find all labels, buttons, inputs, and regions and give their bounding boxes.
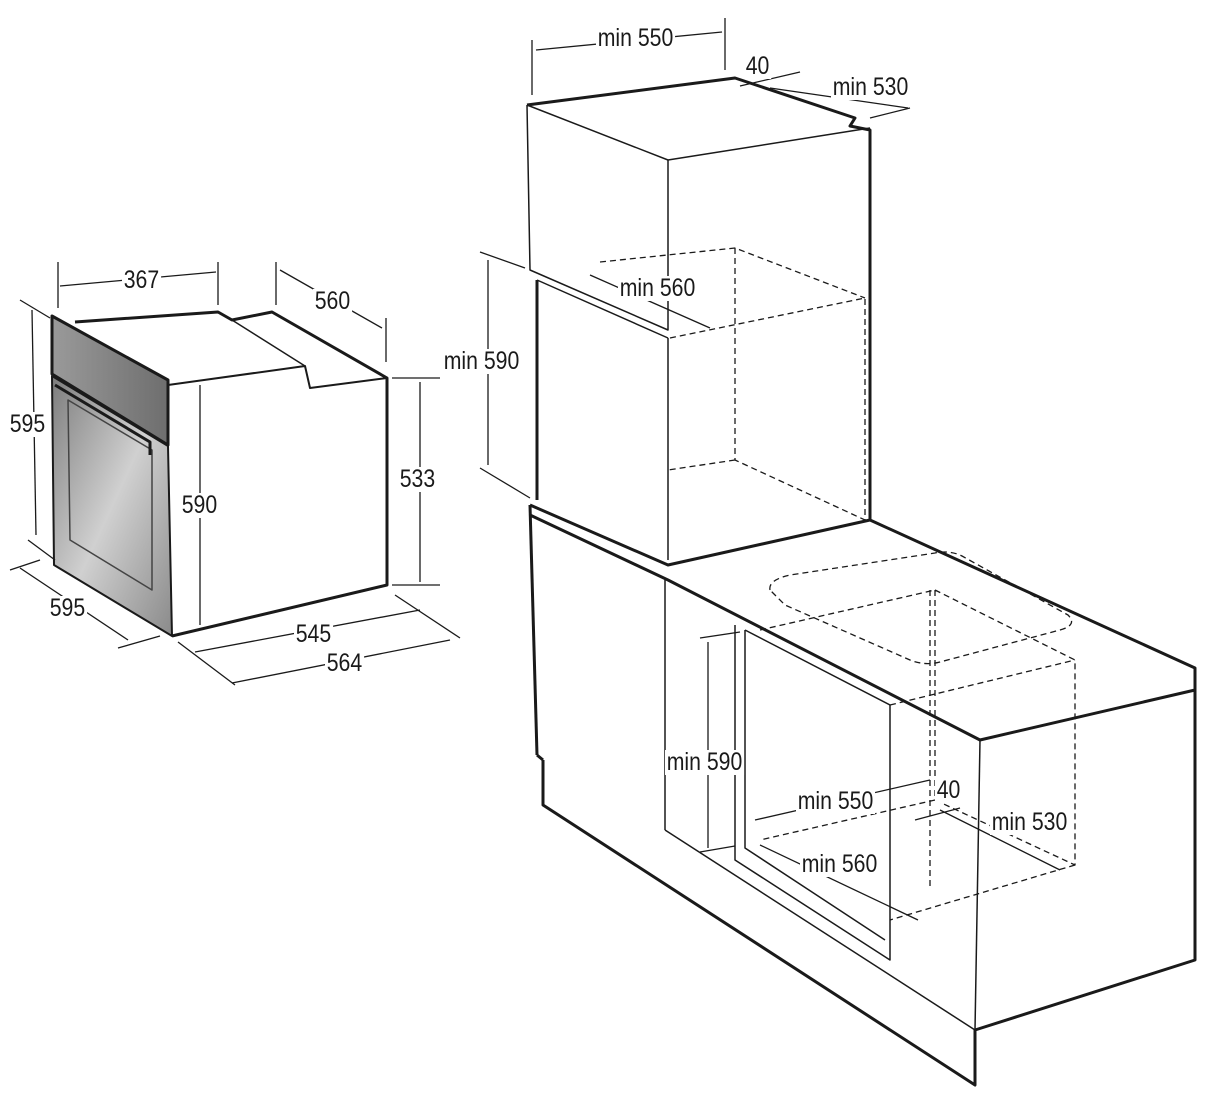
oven-depth-body-label: 545: [294, 620, 333, 648]
tall-top-width-label: min 550: [596, 24, 676, 52]
oven-width-front-label: 595: [48, 594, 87, 622]
oven-height-front-label: 595: [8, 410, 47, 438]
under-niche-depth-label: min 530: [990, 808, 1070, 836]
tall-top-depth-label: min 530: [831, 73, 911, 101]
oven-drawing: [50, 310, 389, 638]
under-niche-height-label: min 590: [665, 748, 745, 776]
oven-depth-total-label: 564: [325, 649, 364, 677]
under-front-width-label: min 560: [800, 850, 880, 878]
tall-top-gap-label: 40: [744, 52, 772, 80]
oven-side-height-label: 533: [398, 465, 437, 493]
oven-depth-top-label: 560: [313, 287, 352, 315]
under-niche-width-label: min 550: [796, 787, 876, 815]
tall-niche-width-label: min 560: [618, 274, 698, 302]
oven-inner-height-label: 590: [180, 491, 219, 519]
dashed-niche-lines: [599, 247, 1076, 921]
cabinet-drawing: [526, 76, 1197, 1087]
tall-niche-height-label: min 590: [442, 347, 522, 375]
cabinet-dimension-lines: [479, 18, 1061, 921]
oven-width-top-label: 367: [122, 266, 161, 294]
under-gap-label: 40: [935, 776, 963, 804]
